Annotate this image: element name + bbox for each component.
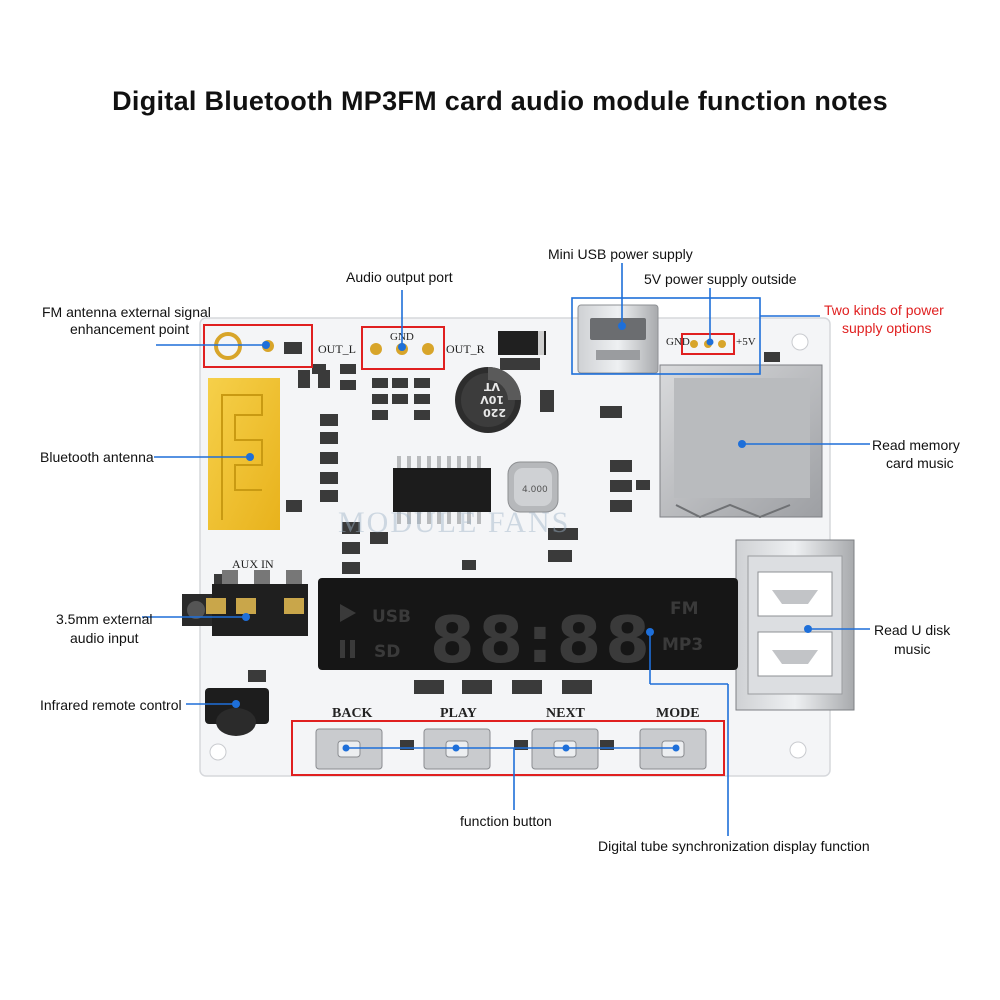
page-title: Digital Bluetooth MP3FM card audio modul… <box>112 86 888 116</box>
silk-out-r: OUT_R <box>446 342 485 356</box>
callout-dots <box>232 322 812 752</box>
bluetooth-antenna <box>208 378 280 530</box>
highlight-audio-output <box>361 326 445 370</box>
silk-5v: +5V <box>736 336 756 348</box>
usb-a-port <box>735 539 855 711</box>
power-options-box <box>571 297 761 375</box>
smd-components <box>214 352 780 682</box>
cap-label-1: 220 <box>483 406 506 419</box>
label-read-udisk-1: Read U disk <box>874 622 951 638</box>
callout-lines <box>142 263 870 836</box>
main-ic <box>393 456 491 524</box>
crystal-label: 4.000 <box>522 485 548 495</box>
aux-jack <box>182 570 308 636</box>
label-read-memory-1: Read memory <box>872 437 960 453</box>
silk-gnd-right: GND <box>666 336 690 348</box>
label-ext-audio-1: 3.5mm external <box>56 611 152 627</box>
cap-label-3: VT <box>483 380 500 393</box>
electrolytic-capacitor: 220 10V VT <box>455 367 521 433</box>
label-bt-antenna: Bluetooth antenna <box>40 449 154 465</box>
button-label-mode: MODE <box>656 706 700 721</box>
mini-usb-port <box>577 304 659 374</box>
highlight-5v <box>681 333 735 355</box>
button-label-back: BACK <box>332 706 373 721</box>
label-digital-tube: Digital tube synchronization display fun… <box>598 838 870 854</box>
silk-aux: AUX IN <box>232 557 274 571</box>
watermark: MODULE FANS <box>338 506 570 539</box>
button-label-next: NEXT <box>546 706 586 721</box>
cap-label-2: 10V <box>480 393 504 406</box>
label-fm-antenna-2: enhancement point <box>70 321 189 337</box>
silk-out-l: OUT_L <box>318 342 356 356</box>
highlight-fm-antenna <box>203 324 313 368</box>
label-fm-antenna-1: FM antenna external signal <box>42 304 211 320</box>
label-audio-output: Audio output port <box>346 269 453 285</box>
label-mini-usb: Mini USB power supply <box>548 246 693 262</box>
label-5v: 5V power supply outside <box>644 271 797 287</box>
label-ext-audio-2: audio input <box>70 630 139 646</box>
button-label-play: PLAY <box>440 706 477 721</box>
highlight-function-buttons <box>291 720 725 776</box>
label-two-kinds-1: Two kinds of power <box>824 302 944 318</box>
display-fm: FM <box>670 599 699 619</box>
label-infrared: Infrared remote control <box>40 697 182 713</box>
highlight-boxes <box>203 324 735 776</box>
display-mp3: MP3 <box>662 635 703 655</box>
display-usb: USB <box>372 607 411 627</box>
led-display: USB SD 88:88 FM MP3 <box>318 578 738 678</box>
crystal-oscillator: 4.000 <box>507 461 559 513</box>
label-read-udisk-2: music <box>894 641 931 657</box>
display-sd: SD <box>374 642 400 662</box>
label-two-kinds-2: supply options <box>842 320 932 336</box>
display-resistors <box>400 680 614 750</box>
label-function-button: function button <box>460 813 552 829</box>
display-digits: 88:88 <box>430 604 654 678</box>
label-read-memory-2: card music <box>886 455 954 471</box>
